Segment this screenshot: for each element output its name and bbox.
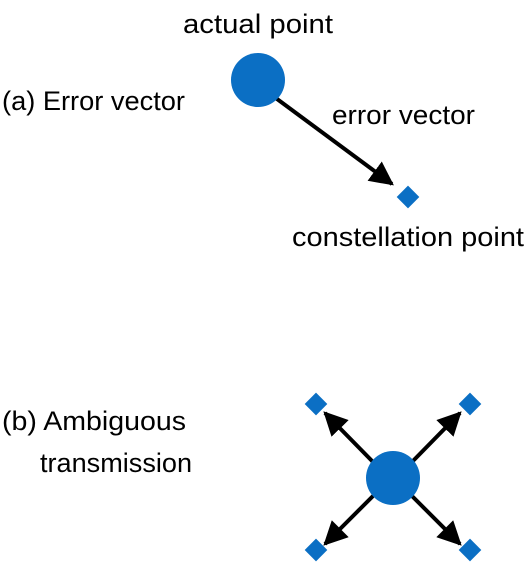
constellation-point-bottom-right — [458, 538, 482, 562]
arrow-to-bottom-left — [323, 492, 377, 546]
arrow-to-top-left — [323, 411, 377, 466]
constellation-point-label: constellation point — [292, 222, 525, 252]
error-vector-arrow — [271, 94, 394, 186]
actual-point-label: actual point — [183, 9, 334, 39]
ambiguous-actual-point — [366, 451, 420, 505]
panel-b: (b) Ambiguous transmission — [2, 392, 482, 562]
arrow-to-top-right — [408, 411, 462, 466]
actual-point-marker — [231, 53, 285, 107]
panel-b-caption-line1: (b) Ambiguous — [2, 406, 186, 436]
error-vector-label: error vector — [332, 100, 475, 130]
constellation-point-bottom-left — [304, 538, 328, 562]
panel-a: (a) Error vector actual point error vect… — [2, 9, 525, 252]
constellation-point-top-right — [458, 392, 482, 416]
arrow-to-bottom-right — [408, 492, 462, 546]
constellation-point-marker — [396, 185, 420, 209]
panel-b-caption-line2: transmission — [40, 448, 192, 478]
panel-a-caption: (a) Error vector — [2, 86, 185, 116]
constellation-point-top-left — [304, 392, 328, 416]
